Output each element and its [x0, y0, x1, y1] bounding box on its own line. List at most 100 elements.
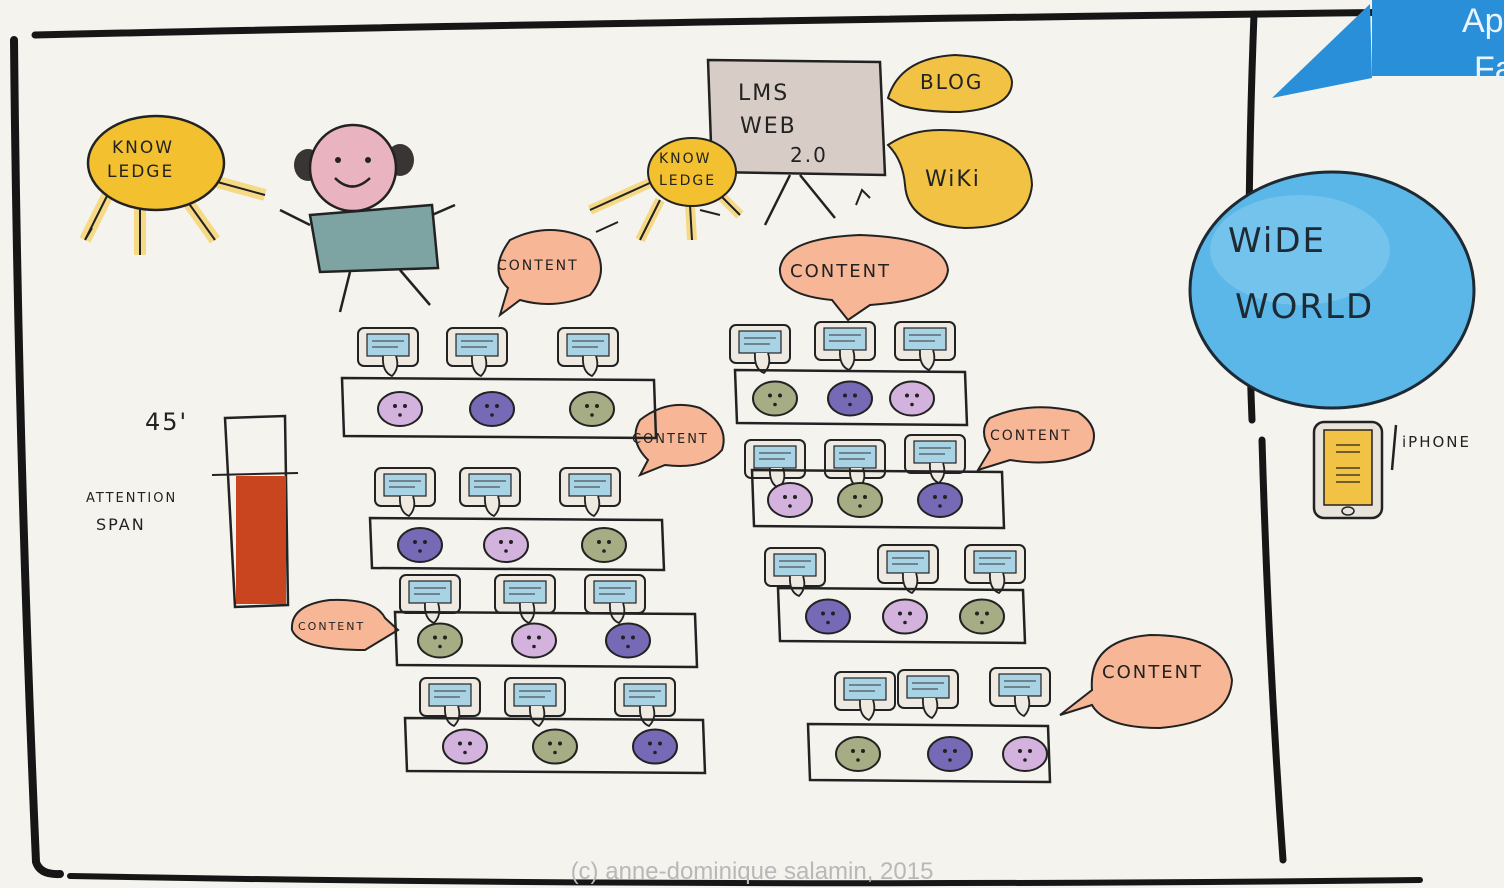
student-head	[417, 622, 463, 659]
laptop-display	[366, 333, 410, 357]
laptop-screen	[814, 321, 876, 372]
laptop-display	[823, 327, 867, 351]
screen-lines	[434, 690, 466, 698]
student-mouth	[438, 644, 442, 649]
content-bubble-4: CONTENT	[975, 406, 1095, 472]
attention-label: ATTENTION	[86, 491, 177, 506]
student-head	[511, 622, 557, 659]
screen-lines	[509, 587, 541, 595]
screen-lines	[839, 452, 871, 460]
laptop-screen	[374, 467, 436, 518]
student-hand	[1014, 695, 1031, 718]
student-mouth	[418, 549, 422, 553]
screen-lines	[461, 340, 493, 348]
student-eye	[485, 404, 489, 408]
student-hand	[789, 575, 806, 598]
screen-lines	[1004, 680, 1036, 688]
laptop-screen	[877, 544, 939, 595]
student-hand	[859, 699, 876, 722]
student-eye	[585, 404, 589, 408]
student-mouth	[532, 644, 536, 649]
student-eye	[537, 635, 541, 640]
screen-lines	[474, 480, 506, 488]
student-mouth	[910, 402, 914, 407]
student-eye	[985, 611, 989, 616]
student-head	[827, 380, 873, 417]
laptop-screen	[897, 669, 959, 720]
student-head	[442, 728, 488, 765]
student-head	[1002, 736, 1048, 772]
student-eye	[853, 495, 857, 499]
laptop-screen	[764, 547, 826, 598]
student-row-6	[744, 434, 1006, 530]
student-head	[632, 728, 678, 765]
student-eye	[597, 540, 601, 544]
student-mouth	[398, 413, 402, 417]
laptop-display	[455, 333, 499, 357]
span-label: SPAN	[96, 515, 146, 534]
student-eye	[768, 393, 772, 398]
screen-lines	[759, 452, 791, 460]
student-eye	[468, 741, 472, 746]
student-head	[959, 598, 1005, 635]
version-label: 2.0	[790, 143, 828, 167]
attention-span-bar: 45' ATTENTION SPAN	[86, 408, 299, 609]
student-mouth	[504, 549, 508, 553]
student-head	[581, 527, 627, 563]
laptop-display	[973, 550, 1017, 574]
student-eye	[433, 635, 437, 640]
desk	[368, 516, 666, 572]
screen-lines	[892, 557, 924, 565]
student-head	[605, 622, 651, 659]
student-eye	[631, 635, 635, 640]
student-eye	[898, 611, 902, 616]
student-hand	[444, 705, 461, 728]
content-label-1: CONTENT	[497, 258, 579, 274]
student-eye	[403, 404, 407, 408]
student-hand	[471, 355, 488, 378]
student-head	[483, 527, 529, 563]
laptop-display	[913, 440, 957, 464]
student-head	[532, 728, 578, 765]
laptop-display	[623, 683, 667, 707]
desk	[340, 376, 658, 440]
student-mouth	[848, 402, 852, 407]
student-row-7	[764, 544, 1027, 645]
screen-lines	[779, 560, 811, 568]
wide-world-globe: WiDE WORLD	[1188, 170, 1476, 410]
student-row-5	[729, 321, 969, 427]
desk	[393, 610, 699, 669]
student-eye	[975, 611, 979, 616]
lms-label: LMS	[738, 81, 789, 106]
blog-label: BLOG	[920, 70, 983, 94]
laptop-screen	[559, 467, 621, 518]
student-eye	[443, 635, 447, 640]
content-label-3: CONTENT	[632, 432, 709, 447]
content-bubble-1: CONTENT	[497, 229, 602, 318]
student-mouth	[490, 413, 494, 417]
content-bubble-5: CONTENT	[290, 598, 400, 652]
laptop-display	[738, 330, 782, 354]
student-eye	[853, 393, 857, 398]
laptop-screen	[904, 434, 966, 485]
student-hand	[382, 355, 399, 378]
student-mouth	[826, 620, 830, 625]
student-eye	[863, 495, 867, 499]
screen-lines	[744, 337, 776, 345]
student-eye	[527, 635, 531, 640]
student-eye	[423, 540, 427, 544]
laptop-screen	[824, 439, 886, 490]
student-row-1	[340, 327, 658, 440]
screen-lines	[909, 334, 941, 342]
laptop-display	[903, 327, 947, 351]
laptop-display	[513, 683, 557, 707]
student-mouth	[602, 549, 606, 553]
laptop-screen	[744, 439, 806, 490]
banner-arrow	[1272, 4, 1372, 98]
laptop-display	[383, 473, 427, 497]
laptop-screen	[357, 327, 419, 378]
student-hand	[582, 355, 599, 378]
student-row-2	[368, 467, 666, 572]
desk	[776, 586, 1027, 645]
student-head	[469, 391, 515, 427]
